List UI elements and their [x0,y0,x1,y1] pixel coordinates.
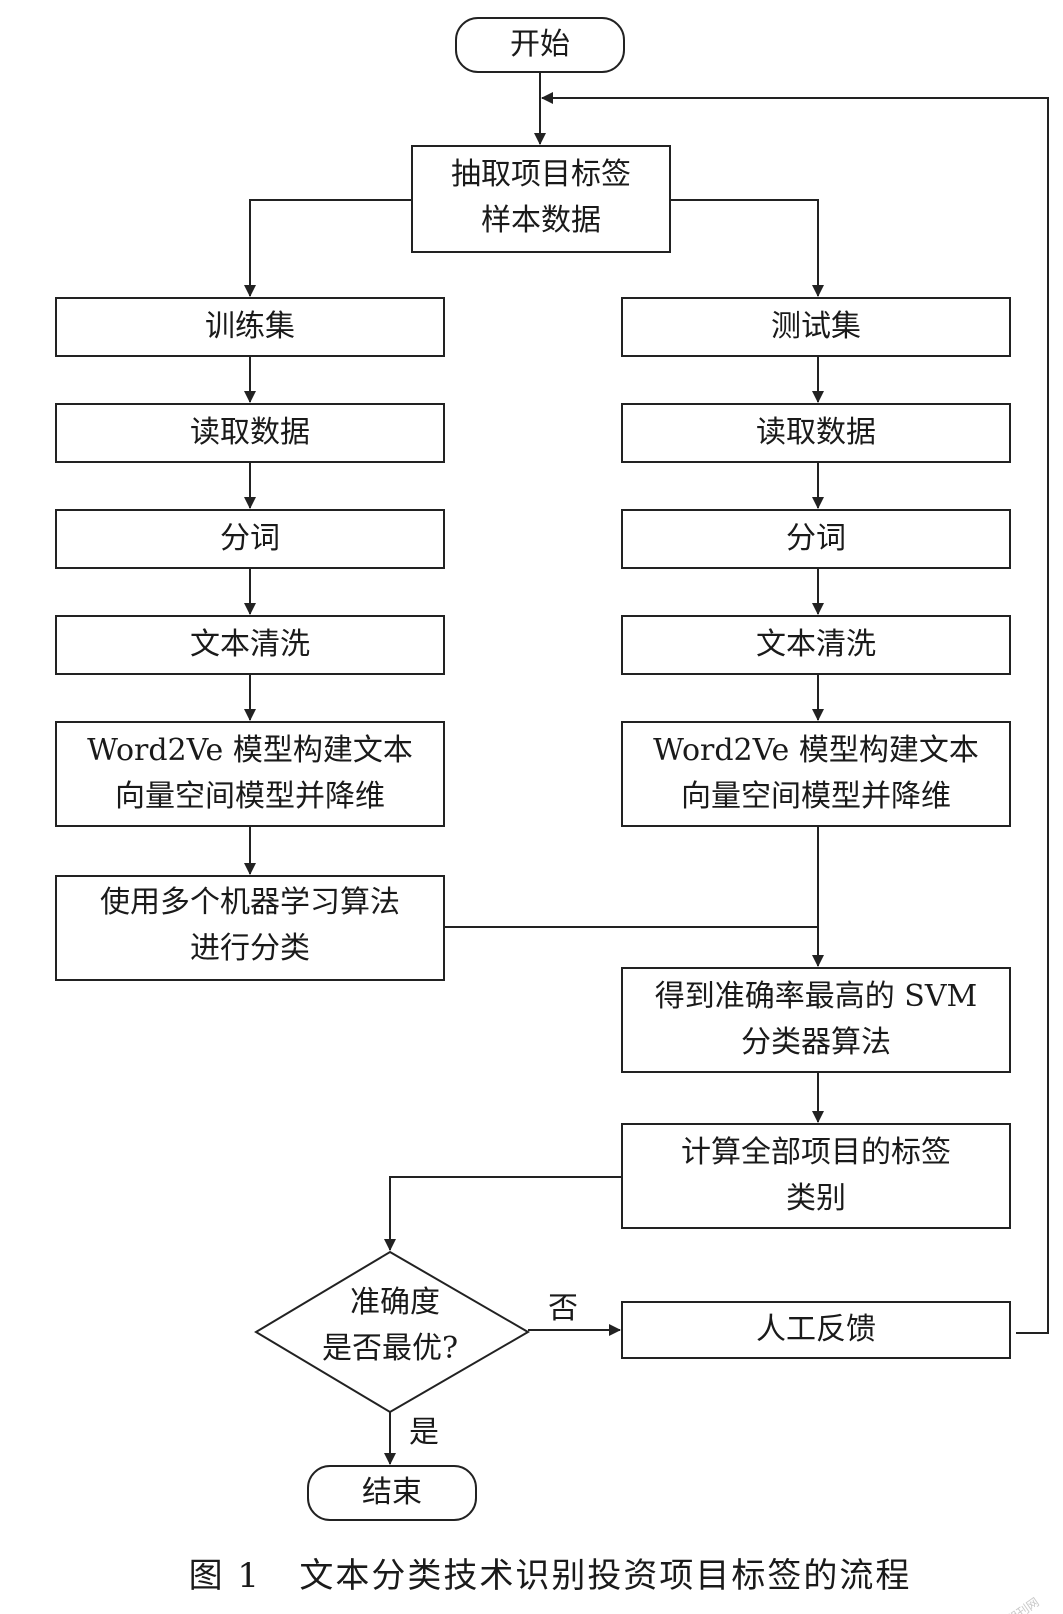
edge-extract-test [670,199,824,297]
compute-labels-line2: 类别 [786,1181,846,1216]
decision-line2: 是否最优? [322,1331,458,1366]
test-segment-node: 分词 [621,509,1011,569]
best-svm-line2: 分类器算法 [741,1025,891,1060]
best-svm-line1: 得到准确率最高的 SVM [655,979,977,1014]
test-set-node: 测试集 [621,297,1011,357]
watermark: 龙源期刊网 [985,1595,1042,1614]
train-clean-node: 文本清洗 [55,615,445,675]
edge-compute-decision [384,1176,622,1251]
train-word2vec-line2: 向量空间模型并降维 [115,779,385,814]
manual-feedback-node: 人工反馈 [621,1301,1011,1359]
decision-line1: 准确度 [350,1285,440,1320]
start-node: 开始 [455,17,625,73]
edges [244,72,1049,1465]
compute-labels-node: 计算全部项目的标签 类别 [621,1123,1011,1229]
test-read-label: 读取数据 [756,415,876,450]
edge-label-yes: 是 [409,1415,439,1450]
multi-ml-line2: 进行分类 [190,931,310,966]
best-svm-node: 得到准确率最高的 SVM 分类器算法 [621,967,1011,1073]
test-word2vec-line2: 向量空间模型并降维 [681,779,951,814]
end-label: 结束 [362,1475,422,1510]
test-word2vec-line1: Word2Ve 模型构建文本 [653,733,979,768]
compute-labels-line1: 计算全部项目的标签 [681,1135,951,1170]
test-clean-label: 文本清洗 [756,627,876,662]
extract-label-line1: 抽取项目标签 [451,157,631,192]
extract-label-line2: 样本数据 [481,203,601,238]
train-set-node: 训练集 [55,297,445,357]
test-clean-node: 文本清洗 [621,615,1011,675]
test-segment-label: 分词 [786,521,846,556]
start-label: 开始 [510,27,570,62]
test-word2vec-node: Word2Ve 模型构建文本 向量空间模型并降维 [621,721,1011,827]
train-read-label: 读取数据 [190,415,310,450]
edge-label-no: 否 [548,1291,578,1326]
manual-feedback-label: 人工反馈 [756,1312,876,1347]
multi-ml-line1: 使用多个机器学习算法 [100,885,400,920]
end-node: 结束 [307,1465,477,1521]
edge-extract-train [244,199,412,297]
extract-sample-node: 抽取项目标签 样本数据 [411,145,671,253]
multi-ml-node: 使用多个机器学习算法 进行分类 [55,875,445,981]
train-segment-node: 分词 [55,509,445,569]
train-word2vec-node: Word2Ve 模型构建文本 向量空间模型并降维 [55,721,445,827]
train-word2vec-line1: Word2Ve 模型构建文本 [87,733,413,768]
test-read-node: 读取数据 [621,403,1011,463]
train-clean-label: 文本清洗 [190,627,310,662]
train-read-node: 读取数据 [55,403,445,463]
train-segment-label: 分词 [220,521,280,556]
edge-feedback-loop [541,92,1049,1334]
decision-node: 准确度 是否最优? [254,1250,530,1414]
test-set-label: 测试集 [771,309,861,344]
train-set-label: 训练集 [205,309,295,344]
figure-caption: 图 1 文本分类技术识别投资项目标签的流程 [189,1556,912,1596]
